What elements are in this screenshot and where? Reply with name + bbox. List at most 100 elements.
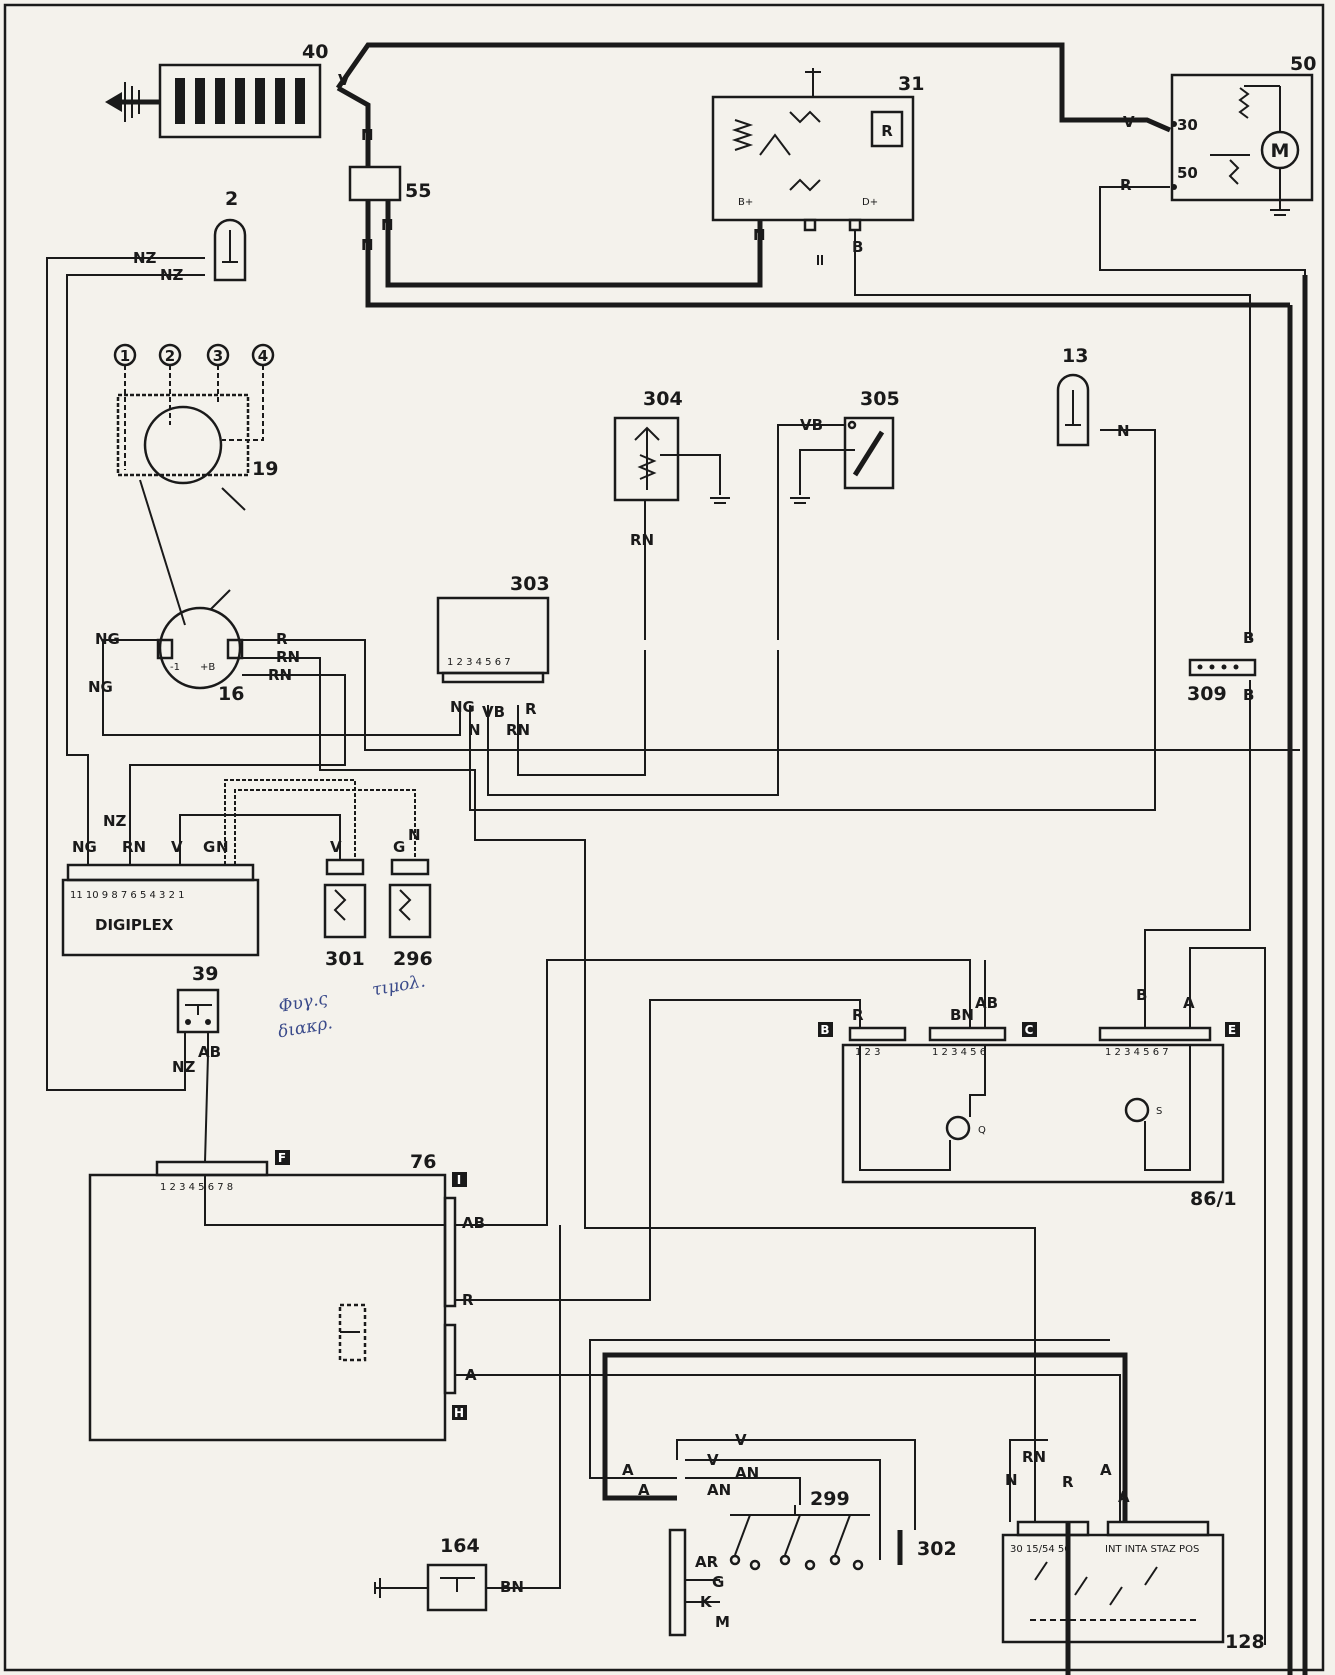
svg-text:N: N: [468, 721, 481, 739]
connector-309: 309: [1187, 658, 1257, 705]
label-302: 302: [917, 1538, 957, 1560]
svg-text:128: 128: [1225, 1631, 1265, 1653]
svg-text:B: B: [820, 1023, 829, 1037]
svg-text:Φυγ.ς: Φυγ.ς: [277, 989, 330, 1017]
svg-text:RN: RN: [122, 838, 146, 856]
svg-text:N: N: [1005, 1471, 1018, 1489]
svg-text:3: 3: [213, 347, 223, 365]
svg-text:NZ: NZ: [172, 1058, 196, 1076]
svg-text:11 10 9 8 7 6 5 4 3 2 1: 11 10 9 8 7 6 5 4 3 2 1: [70, 890, 185, 901]
svg-text:A: A: [1183, 994, 1195, 1012]
svg-text:A: A: [465, 1366, 477, 1384]
svg-text:30 15/54 50: 30 15/54 50: [1010, 1544, 1071, 1555]
svg-text:13: 13: [1062, 345, 1088, 367]
svg-text:B+: B+: [738, 197, 753, 208]
svg-text:1 2 3 4 5 6 7 8: 1 2 3 4 5 6 7 8: [160, 1182, 233, 1193]
sensor-13: 13: [1056, 345, 1090, 447]
svg-text:R: R: [276, 630, 288, 648]
svg-text:N: N: [361, 236, 374, 254]
svg-text:1 2 3 4 5 6: 1 2 3 4 5 6: [932, 1047, 986, 1058]
svg-text:30: 30: [1177, 116, 1198, 134]
wires: [46, 42, 1308, 1675]
svg-text:NG: NG: [450, 698, 475, 716]
wire-labels: V N N N N B V R NZ NZ NG NG R RN RN RN V…: [72, 71, 1254, 1631]
svg-text:N: N: [753, 226, 766, 244]
svg-text:B: B: [1243, 629, 1254, 647]
ignition-switch-128: 128 30 15/54 50 INT INTA STAZ POS: [1001, 1520, 1265, 1653]
svg-text:R: R: [881, 122, 893, 140]
svg-text:G: G: [712, 1573, 724, 1591]
svg-text:V: V: [338, 71, 350, 89]
svg-text:διακρ.: διακρ.: [277, 1013, 335, 1042]
ignition-coil-16: -1 +B 16: [139, 479, 244, 705]
battery-40: 40: [105, 41, 328, 139]
svg-text:76: 76: [410, 1151, 436, 1173]
svg-text:V: V: [171, 838, 183, 856]
svg-text:N: N: [216, 838, 229, 856]
svg-text:19: 19: [252, 458, 278, 480]
svg-text:R: R: [1120, 176, 1132, 194]
svg-text:V: V: [1123, 113, 1135, 131]
svg-text:V: V: [735, 1431, 747, 1449]
svg-text:M: M: [715, 1613, 730, 1631]
svg-text:VB: VB: [482, 703, 505, 721]
svg-text:39: 39: [192, 963, 218, 985]
svg-text:G: G: [393, 838, 405, 856]
svg-text:RN: RN: [276, 648, 300, 666]
svg-text:Q: Q: [978, 1125, 986, 1136]
svg-text:1 2 3 4 5 6 7: 1 2 3 4 5 6 7: [1105, 1047, 1169, 1058]
svg-text:R: R: [1062, 1473, 1074, 1491]
svg-text:1 2 3 4 5 6 7: 1 2 3 4 5 6 7: [447, 657, 511, 668]
svg-text:164: 164: [440, 1535, 480, 1557]
svg-text:τιμολ.: τιμολ.: [371, 971, 427, 1000]
svg-text:NZ: NZ: [103, 812, 127, 830]
svg-text:F: F: [278, 1151, 286, 1165]
svg-text:309: 309: [1187, 683, 1227, 705]
svg-text:303: 303: [510, 573, 550, 595]
svg-text:M: M: [1271, 140, 1290, 162]
svg-text:86/1: 86/1: [1190, 1188, 1237, 1210]
relay-55: 55: [348, 165, 431, 202]
switch-164: 164: [374, 1535, 488, 1612]
svg-text:2: 2: [225, 188, 238, 210]
svg-text:16: 16: [218, 683, 244, 705]
digiplex-module: 11 10 9 8 7 6 5 4 3 2 1 DIGIPLEX: [61, 863, 260, 957]
svg-text:A: A: [1118, 1488, 1130, 1506]
page-border: [3, 3, 1325, 1672]
svg-text:N: N: [1117, 422, 1130, 440]
svg-text:I: I: [457, 1173, 461, 1187]
svg-text:1 2 3: 1 2 3: [855, 1047, 880, 1058]
svg-text:D+: D+: [862, 197, 878, 208]
switch-299: 299 302: [668, 1488, 957, 1637]
svg-text:NG: NG: [72, 838, 97, 856]
svg-text:NZ: NZ: [160, 266, 184, 284]
sensor-296: 296: [388, 858, 433, 970]
svg-text:50: 50: [1177, 164, 1198, 182]
svg-text:B: B: [852, 238, 863, 256]
svg-text:K: K: [700, 1593, 713, 1611]
svg-text:2: 2: [165, 347, 175, 365]
svg-text:50: 50: [1290, 53, 1316, 75]
svg-text:55: 55: [405, 180, 431, 202]
svg-text:-1: -1: [170, 662, 180, 673]
handwritten-note: Φυγ.ς διακρ. τιμολ.: [277, 971, 427, 1042]
svg-text:299: 299: [810, 1488, 850, 1510]
svg-text:A: A: [638, 1481, 650, 1499]
svg-text:+B: +B: [200, 662, 215, 673]
svg-text:RN: RN: [1022, 1448, 1046, 1466]
svg-text:AR: AR: [695, 1553, 719, 1571]
svg-text:R: R: [462, 1291, 474, 1309]
svg-text:304: 304: [643, 388, 683, 410]
sensor-301: 301: [323, 858, 367, 970]
starter-50: 50 M 30 50: [1170, 53, 1316, 216]
module-303: 303 1 2 3 4 5 6 7: [436, 573, 550, 684]
svg-text:31: 31: [898, 73, 924, 95]
switch-39: 39: [176, 963, 220, 1034]
switch-305: 305: [790, 388, 900, 504]
svg-text:N: N: [361, 126, 374, 144]
svg-text:NG: NG: [95, 630, 120, 648]
svg-text:NZ: NZ: [133, 249, 157, 267]
svg-text:AB: AB: [975, 994, 998, 1012]
instrument-cluster-86-1: 86/1 1 2 3 1 2 3 4 5 6 1 2 3 4 5 6 7 B C…: [818, 1022, 1240, 1210]
sensor-304: 304: [613, 388, 730, 504]
